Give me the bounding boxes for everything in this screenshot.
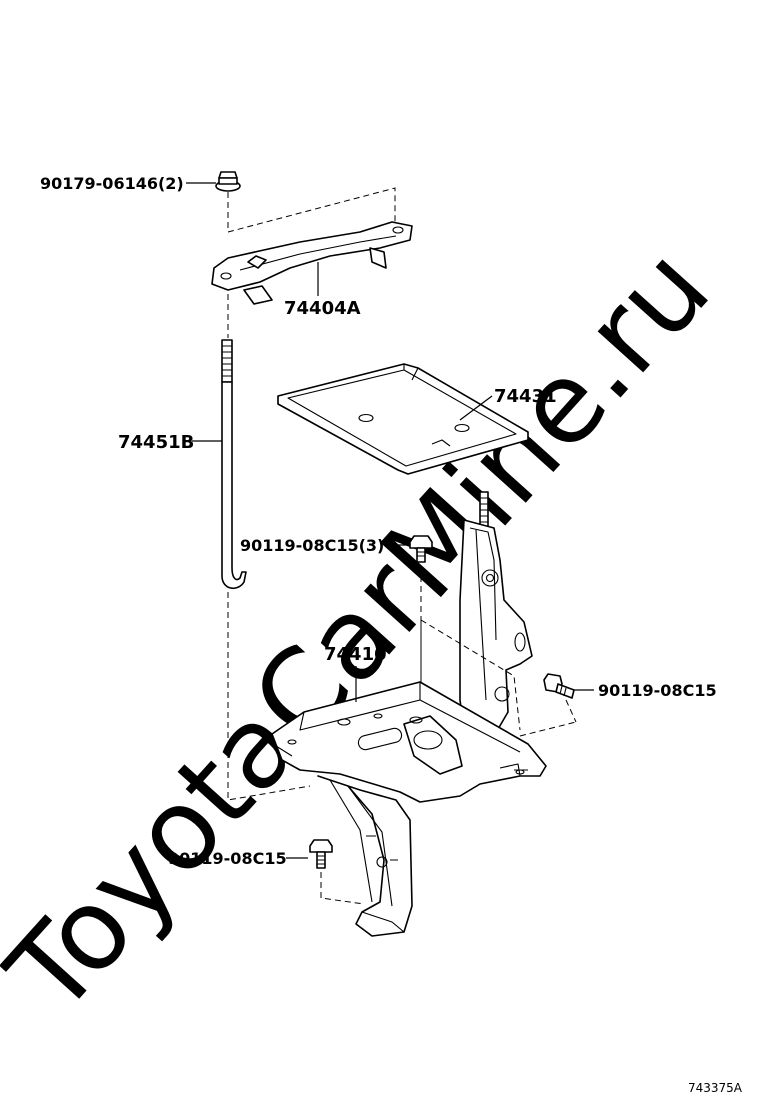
callout-74410: 74410 <box>324 644 387 665</box>
hold-down-rod-74451B[interactable] <box>221 339 247 589</box>
callout-90179-06146: 90179-06146(2) <box>40 174 184 193</box>
figure-number: 743375A <box>688 1081 743 1095</box>
callout-74404A: 74404A <box>284 298 361 319</box>
callout-74451B: 74451B <box>118 432 194 453</box>
bolt-90119-08C15-right[interactable] <box>543 673 575 699</box>
callout-90119-08C15-right: 90119-08C15 <box>598 681 717 700</box>
carrier-upright-bracket[interactable] <box>459 491 533 747</box>
battery-carrier-74410[interactable] <box>271 681 547 937</box>
battery-tray-74431[interactable] <box>277 363 529 475</box>
bolt-90119-08C15-bottom[interactable] <box>309 839 333 869</box>
callout-74431: 74431 <box>494 386 557 407</box>
callout-90119-08C15-3: 90119-08C15(3) <box>240 536 384 555</box>
bolt-90119-08C15-mid[interactable] <box>409 535 433 563</box>
battery-clamp-74404A[interactable] <box>211 221 413 305</box>
bolt-90179-06146[interactable] <box>215 171 241 192</box>
callout-90119-08C15-bottom: 90119-08C15 <box>168 849 287 868</box>
